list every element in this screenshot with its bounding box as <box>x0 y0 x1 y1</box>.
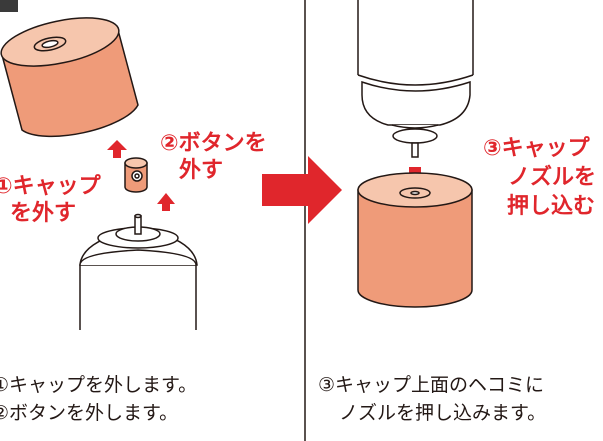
arrow-up-icon <box>107 140 127 158</box>
step2-label-line1: ②ボタンを <box>160 131 267 156</box>
arrow-up-icon <box>157 193 175 211</box>
step3-label-line3: 押し込む <box>507 193 595 219</box>
right-caption-line2: ノズルを押し込みます。 <box>339 402 547 424</box>
step2-label-line2: 外す <box>179 157 223 183</box>
cap-upright <box>357 172 473 308</box>
removed-cap <box>0 17 139 138</box>
left-caption-line1: ①キャップを外します。 <box>0 374 198 396</box>
step3-label-line2: ノズルを <box>508 164 596 190</box>
step1-label-line1: ①キャップ <box>0 174 102 199</box>
removed-button <box>124 157 148 193</box>
corner-tab <box>0 0 18 12</box>
spray-can-left <box>79 213 198 330</box>
step1-label-line2: を外す <box>10 200 76 226</box>
left-caption-line2: ②ボタンを外します。 <box>0 402 179 424</box>
right-caption-line1: ③キャップ上面のヘコミに <box>318 374 545 396</box>
arrow-right-icon <box>262 156 342 224</box>
step3-label-line1: ③キャップ <box>483 136 591 161</box>
spray-can-inverted <box>357 0 474 158</box>
